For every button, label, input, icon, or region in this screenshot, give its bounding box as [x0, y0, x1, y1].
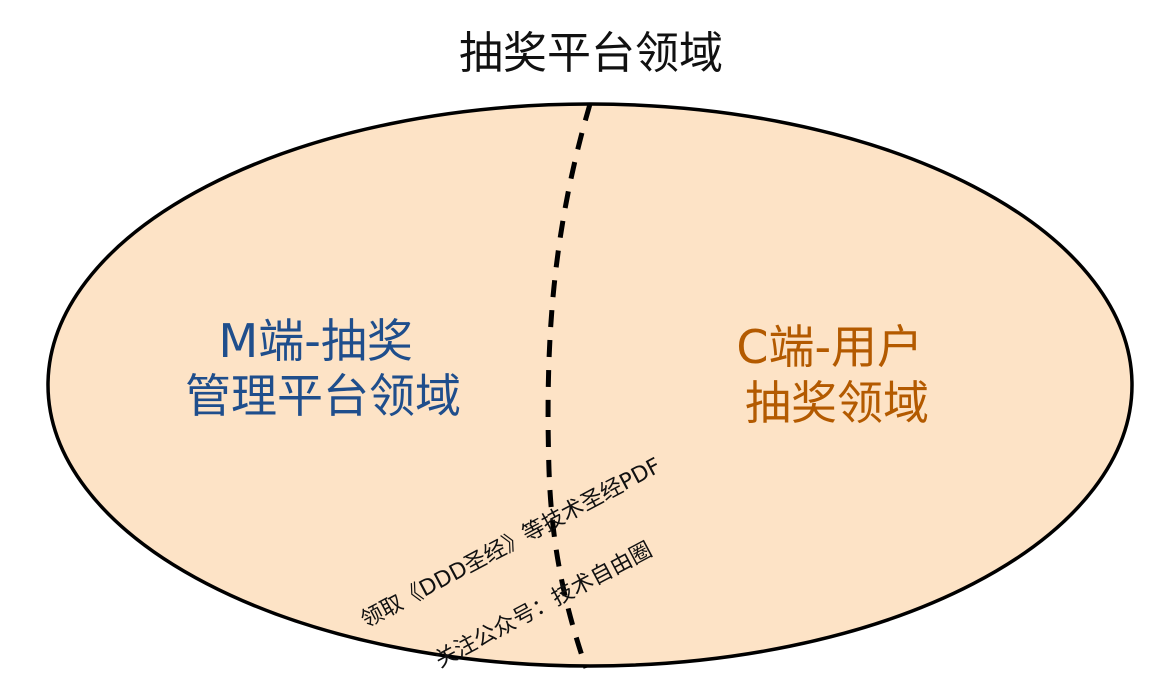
left-region-line2: 管理平台领域	[185, 369, 461, 423]
diagram-title: 抽奖平台领域	[459, 28, 723, 79]
left-region-label: M端-抽奖 管理平台领域	[185, 314, 461, 423]
left-region-line1: M端-抽奖	[219, 314, 413, 368]
right-region-line1: C端-用户	[736, 320, 923, 374]
boundary-divider	[545, 103, 593, 669]
right-region-line2: 抽奖领域	[745, 376, 929, 430]
right-region-label: C端-用户 抽奖领域	[736, 320, 937, 430]
